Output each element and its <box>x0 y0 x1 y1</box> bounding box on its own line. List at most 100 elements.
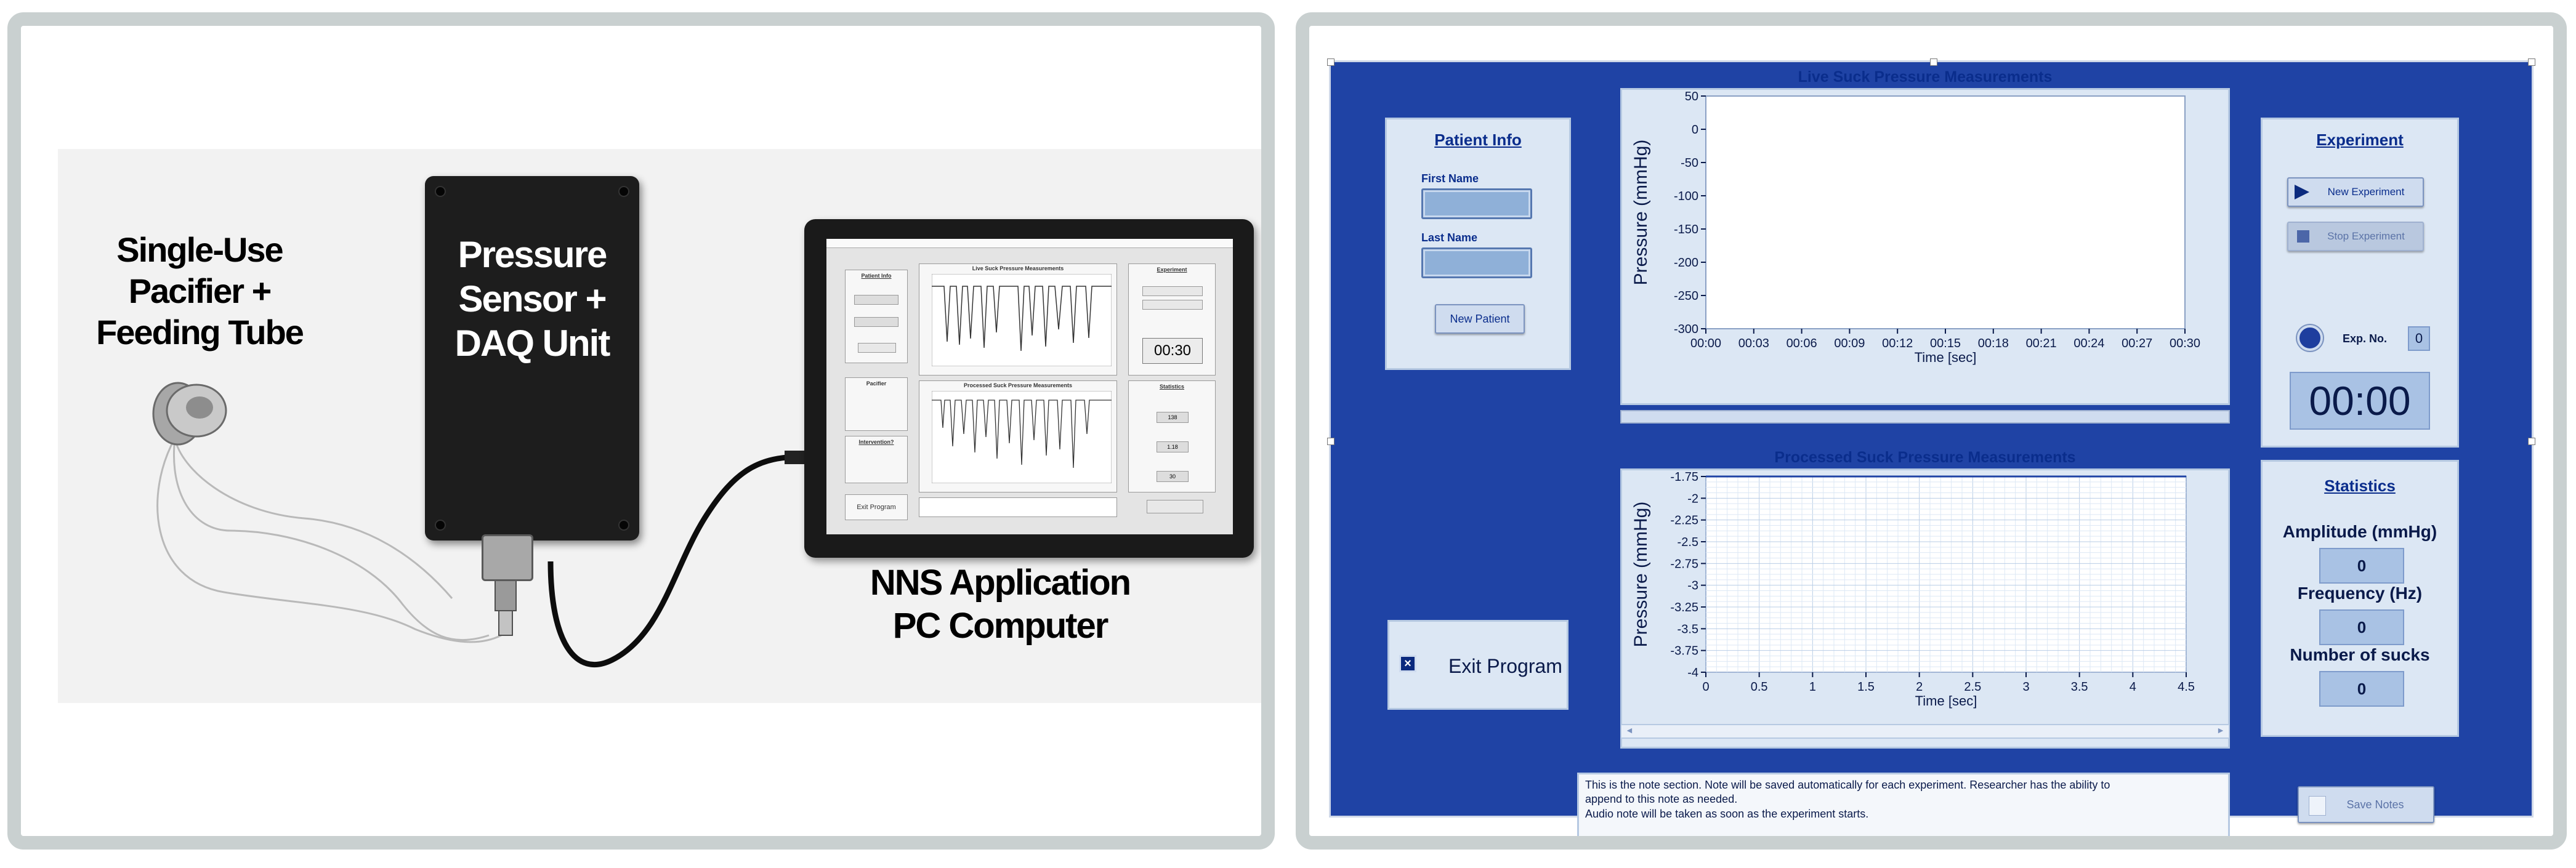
y-tick-label: -4 <box>1687 666 1698 680</box>
y-tick-label: -3.75 <box>1670 645 1698 658</box>
x-tick-label: 00:12 <box>1882 337 1913 350</box>
scroll-left-icon[interactable]: ◄ <box>1625 725 1634 735</box>
tablet-window-titlebar <box>826 239 1233 248</box>
last-name-field[interactable] <box>1421 247 1532 278</box>
y-tick-label: -50 <box>1681 156 1698 170</box>
statistics-title: Statistics <box>2324 476 2396 495</box>
sensor-connector <box>482 534 533 581</box>
screw <box>618 520 629 531</box>
frequency-value: 0 <box>2319 609 2404 645</box>
sucks-label: Number of sucks <box>2290 645 2430 664</box>
resize-handle[interactable] <box>2528 58 2535 66</box>
x-tick-label: 3 <box>2022 680 2029 694</box>
x-tick-label: 00:30 <box>2170 337 2200 350</box>
tablet-button <box>1142 300 1203 310</box>
tablet-live-chart: Live Suck Pressure Measurements <box>919 263 1117 376</box>
resize-handle[interactable] <box>1327 58 1334 66</box>
screw <box>435 520 446 531</box>
resize-handle[interactable] <box>1327 438 1334 445</box>
resize-handle[interactable] <box>1930 58 1937 66</box>
tablet-save-button <box>1147 500 1203 513</box>
tablet-notes <box>919 497 1117 517</box>
stop-square-icon <box>2297 230 2309 243</box>
x-tick-label: 00:00 <box>1690 337 1721 350</box>
tablet-exit-label: Exit Program <box>857 504 896 511</box>
experiment-title: Experiment <box>2316 131 2404 149</box>
usb-plug <box>785 451 806 464</box>
experiment-panel: Experiment New Experiment Stop Experimen… <box>2261 118 2459 448</box>
tablet-button <box>858 343 896 353</box>
tablet-statistics-panel: Statistics 138 1.18 30 <box>1128 380 1216 492</box>
exp-no-label: Exp. No. <box>2343 332 2388 345</box>
tablet-pacifier-panel: Pacifier <box>845 377 908 431</box>
notes-line2: append to this note as needed. <box>1585 793 1738 806</box>
tablet-pacifier-title: Pacifier <box>866 380 887 387</box>
x-tick-label: 00:15 <box>1930 337 1961 350</box>
y-axis-label: Pressure (mmHg) <box>1631 502 1651 648</box>
exp-no-value[interactable]: 0 <box>2408 326 2430 351</box>
notes-line1: This is the note section. Note will be s… <box>1585 779 2110 791</box>
processed-chart-title: Processed Suck Pressure Measurements <box>1774 449 2076 466</box>
y-tick-label: -3 <box>1687 579 1698 593</box>
device-drawing <box>152 382 806 668</box>
x-tick-label: 1 <box>1809 680 1816 694</box>
y-tick-label: -3.25 <box>1670 601 1698 614</box>
pacifier-label-line3: Feeding Tube <box>96 313 304 352</box>
x-tick-label: 0.5 <box>1751 680 1768 694</box>
daq-label-line3: DAQ Unit <box>454 323 611 364</box>
y-tick-label: -2.25 <box>1670 514 1698 528</box>
first-name-field[interactable] <box>1421 188 1532 219</box>
pacifier-icon <box>152 382 227 446</box>
pacifier-label-line2: Pacifier + <box>128 271 272 311</box>
notes-textarea[interactable]: This is the note section. Note will be s… <box>1577 773 2230 836</box>
statistics-panel: Statistics Amplitude (mmHg) 0 Frequency … <box>2261 460 2459 737</box>
tablet-computer: Patient Info Pacifier Intervention? Exit… <box>804 219 1254 558</box>
y-tick-label: 0 <box>1692 123 1698 137</box>
x-tick-label: 00:03 <box>1738 337 1769 350</box>
daq-label-line2: Sensor + <box>458 278 607 319</box>
close-icon: × <box>1399 655 1416 672</box>
tablet-intervention-panel: Intervention? <box>845 436 908 483</box>
stop-experiment-button[interactable]: Stop Experiment <box>2287 222 2424 251</box>
tablet-patient-info-title: Patient Info <box>861 273 892 279</box>
app-window: Patient Info First Name Last Name New Pa… <box>1327 58 2535 836</box>
scroll-right-icon[interactable]: ► <box>2216 725 2225 735</box>
first-name-label: First Name <box>1421 172 1479 185</box>
live-chart-title: Live Suck Pressure Measurements <box>1798 68 2053 86</box>
experiment-timer: 00:00 <box>2290 372 2430 430</box>
x-tick-label: 00:09 <box>1834 337 1865 350</box>
tablet-sucks-value: 30 <box>1157 471 1189 482</box>
exit-program-button[interactable]: × Exit Program <box>1387 620 1569 710</box>
new-experiment-button[interactable]: New Experiment <box>2287 177 2424 207</box>
resize-handle[interactable] <box>2528 438 2535 445</box>
processed-chart-scrollbar[interactable]: ◄ ► <box>1620 724 2230 739</box>
new-patient-button[interactable]: New Patient <box>1435 304 1525 334</box>
screw <box>618 186 629 197</box>
y-tick-label: -1.75 <box>1670 470 1698 484</box>
sucks-value: 0 <box>2319 671 2404 707</box>
status-led-icon <box>2297 325 2323 351</box>
tablet-processed-chart-title: Processed Suck Pressure Measurements <box>963 382 1073 388</box>
pacifier-label: Single-Use Pacifier + Feeding Tube <box>70 229 329 353</box>
tablet-field <box>854 317 898 327</box>
feeding-tube <box>156 438 507 643</box>
x-tick-label: 4.5 <box>2178 680 2195 694</box>
tablet-live-chart-title: Live Suck Pressure Measurements <box>972 265 1064 271</box>
patient-info-panel: Patient Info First Name Last Name New Pa… <box>1385 118 1571 370</box>
live-chart-scrollbar[interactable] <box>1620 410 2230 424</box>
y-tick-label: -2 <box>1687 492 1698 505</box>
daq-label: Pressure Sensor + DAQ Unit <box>425 233 639 366</box>
tablet-statistics-title: Statistics <box>1159 384 1185 390</box>
x-tick-label: 00:06 <box>1787 337 1817 350</box>
application-label-line1: NNS Application <box>870 563 1131 603</box>
tablet-processed-chart: Processed Suck Pressure Measurements <box>919 380 1117 492</box>
tablet-processed-signal <box>932 391 1112 483</box>
x-tick-label: 00:21 <box>2026 337 2057 350</box>
y-tick-label: -300 <box>1674 323 1698 336</box>
save-notes-button[interactable]: Save Notes <box>2298 786 2434 823</box>
x-tick-label: 00:27 <box>2122 337 2152 350</box>
last-name-label: Last Name <box>1421 231 1478 244</box>
patient-info-title: Patient Info <box>1434 131 1522 149</box>
y-tick-label: 50 <box>1685 90 1698 103</box>
